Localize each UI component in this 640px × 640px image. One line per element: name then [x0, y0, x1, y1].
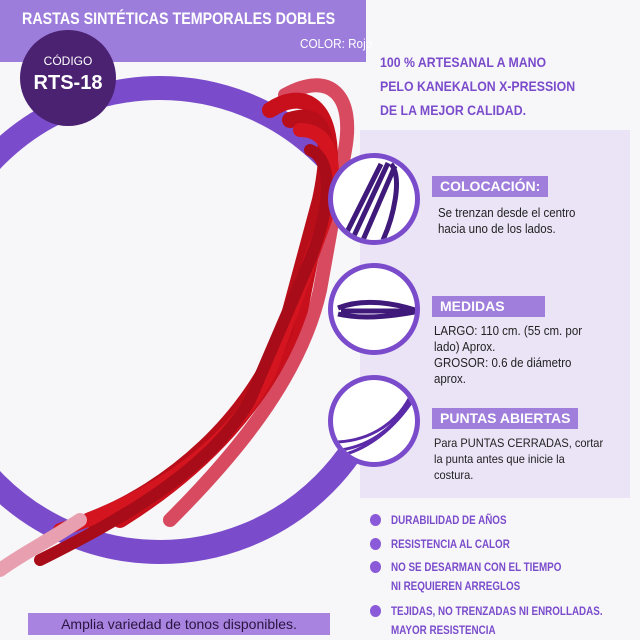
red-dreadlocks-image — [0, 78, 355, 577]
product-title: RASTAS SINTÉTICAS TEMPORALES DOBLES — [22, 9, 336, 28]
footer-banner: Amplia variedad de tonos disponibles. — [28, 613, 330, 635]
feature-title: COLOCACIÓN: — [432, 176, 549, 197]
headline-line: 100 % ARTESANAL A MANO — [380, 54, 547, 70]
headline: 100 % ARTESANAL A MANO PELO KANEKALON X-… — [380, 50, 575, 122]
placement-thumbnail — [328, 153, 420, 245]
open-tips-thumbnail — [328, 375, 420, 467]
benefit-item: DURABILIDAD DE AÑOS — [370, 511, 635, 530]
product-code: RTS-18 — [33, 72, 103, 94]
benefit-item: RESISTENCIA AL CALOR — [370, 535, 635, 554]
benefit-item: TEJIDAS, NO TRENZADAS NI ENROLLADAS.MAYO… — [370, 602, 635, 640]
headline-line: PELO KANEKALON X-PRESSION — [380, 78, 576, 94]
color-label: COLOR: Rojo — [300, 36, 373, 51]
feature-title: MEDIDAS — [432, 296, 545, 317]
headline-line: DE LA MEJOR CALIDAD. — [380, 102, 527, 118]
measures-thumbnail — [328, 263, 420, 355]
feature-title: PUNTAS ABIERTAS — [432, 408, 579, 429]
code-label: CÓDIGO — [43, 54, 93, 68]
code-badge: CÓDIGO RTS-18 — [20, 30, 116, 126]
